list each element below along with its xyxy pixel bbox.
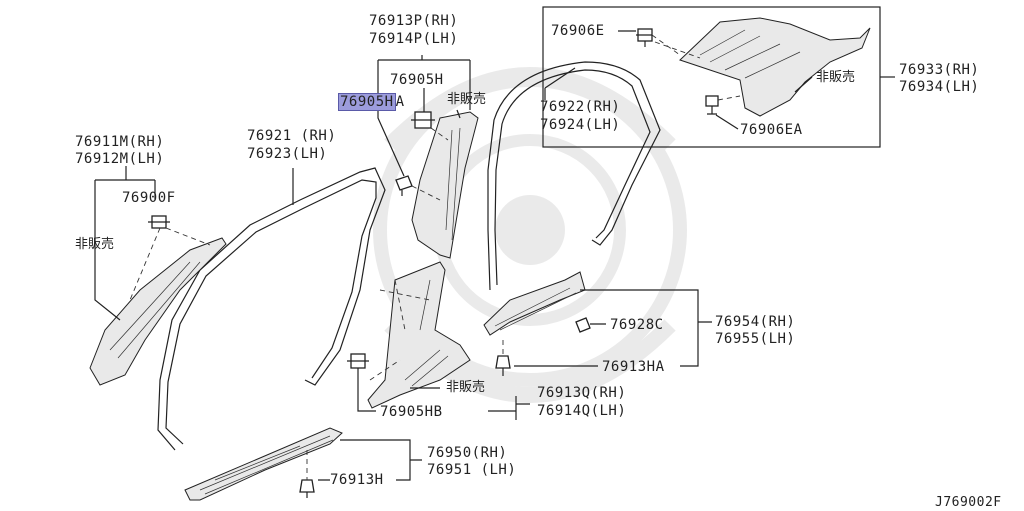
- clip-76913H: [299, 479, 315, 498]
- clip-76913HA: [495, 355, 511, 376]
- label-76906EA: 76906EA: [740, 122, 803, 138]
- label-76912M: 76912M(LH): [75, 151, 165, 167]
- label-76955: 76955(LH): [715, 331, 796, 347]
- label-76934: 76934(LH): [899, 79, 980, 95]
- highlighted-part-number[interactable]: 76905H: [338, 93, 396, 111]
- clip-76928C: [575, 317, 591, 333]
- clip-76906E: [636, 28, 653, 47]
- label-76951: 76951 (LH): [427, 462, 517, 478]
- label-not-for-sale-1: 非販売: [447, 92, 487, 107]
- label-76921: 76921 (RH): [247, 128, 337, 144]
- label-not-for-sale-2: 非販売: [816, 70, 856, 85]
- label-76954: 76954(RH): [715, 314, 796, 330]
- diagram-code: J769002F: [935, 495, 1002, 510]
- label-76933: 76933(RH): [899, 62, 980, 78]
- label-76923: 76923(LH): [247, 146, 328, 162]
- label-76905HA-suffix: A: [395, 94, 405, 110]
- rear-pillar-trim: [679, 17, 871, 117]
- watermark-emblem: [373, 67, 687, 403]
- front-door-weatherstrip: [157, 167, 386, 451]
- label-76913HA: 76913HA: [602, 359, 665, 375]
- label-76906E: 76906E: [551, 23, 605, 39]
- rear-kicking-plate: [483, 271, 586, 336]
- label-76913P: 76913P(RH): [369, 13, 459, 29]
- label-76913H: 76913H: [330, 472, 384, 488]
- clip-76905HA: [395, 175, 413, 196]
- label-76905HB: 76905HB: [380, 404, 443, 420]
- b-pillar-lower-trim: [367, 261, 471, 409]
- label-76911M: 76911M(RH): [75, 134, 165, 150]
- label-76922: 76922(RH): [540, 99, 621, 115]
- b-pillar-upper-trim: [411, 111, 479, 259]
- label-76913Q: 76913Q(RH): [537, 385, 627, 401]
- clip-76900F: [148, 215, 170, 229]
- label-76950: 76950(RH): [427, 445, 508, 461]
- label-76914Q: 76914Q(LH): [537, 403, 627, 419]
- label-76914P: 76914P(LH): [369, 31, 459, 47]
- label-not-for-sale-4: 非販売: [446, 380, 486, 395]
- label-76928C: 76928C: [610, 317, 664, 333]
- rear-door-weatherstrip: [487, 61, 661, 291]
- label-76905H: 76905H: [390, 72, 444, 88]
- label-76924: 76924(LH): [540, 117, 621, 133]
- clip-76906EA: [705, 95, 719, 115]
- clip-76905H: [411, 111, 435, 129]
- label-76900F: 76900F: [122, 190, 176, 206]
- clip-76905HB: [347, 353, 369, 369]
- label-not-for-sale-3: 非販売: [75, 237, 115, 252]
